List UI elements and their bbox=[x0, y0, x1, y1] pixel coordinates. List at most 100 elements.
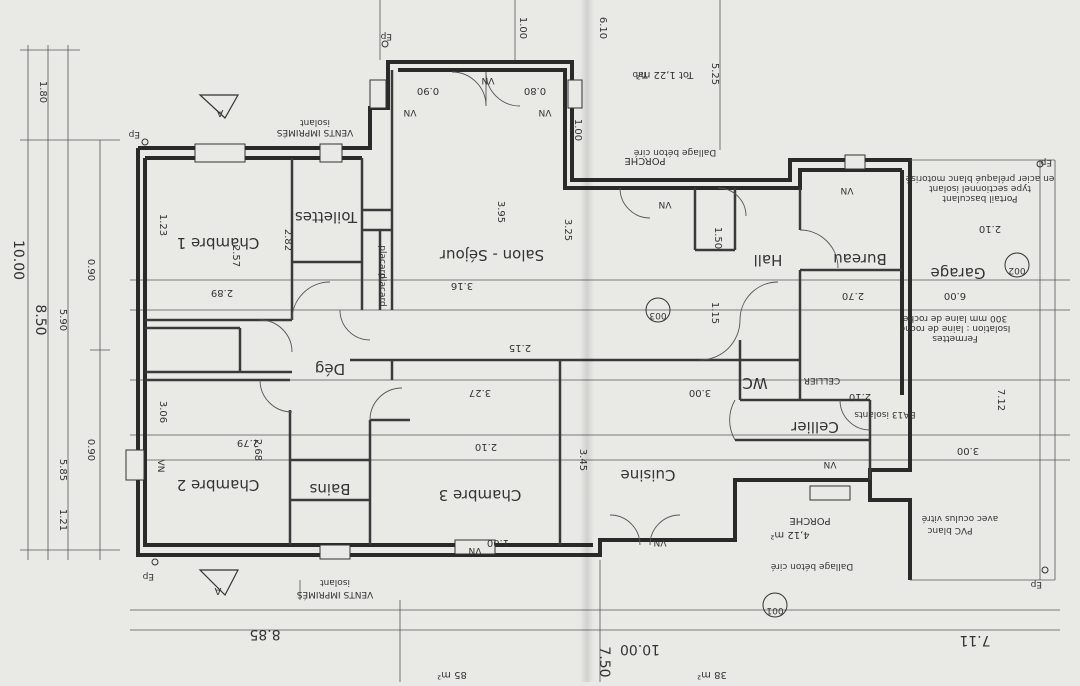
dim-bottom-85: 85 m² bbox=[437, 669, 467, 680]
window-label-4: VN bbox=[659, 199, 672, 209]
dim-bottom-1000: 10.00 bbox=[620, 641, 660, 657]
window-label-5: VN bbox=[841, 185, 854, 195]
room-chambre1: Chambre 1 bbox=[177, 234, 260, 252]
windows bbox=[125, 79, 866, 560]
note-isolants: BA13 isolants bbox=[854, 409, 916, 419]
dim-325: 3.25 bbox=[562, 219, 573, 241]
window-label-8: VN bbox=[824, 459, 837, 469]
room-cellier: Cellier bbox=[790, 418, 838, 436]
dim-279: 2.79 bbox=[237, 437, 259, 448]
dim-257: 2.57 bbox=[230, 245, 241, 267]
dim-right-300: 3.00 bbox=[957, 445, 979, 456]
note-portail-type: type sectionnel isolant bbox=[929, 183, 1031, 193]
room-bureau: Bureau bbox=[833, 250, 887, 268]
dim-345: 3.45 bbox=[577, 449, 588, 471]
room-hall: Hall bbox=[754, 251, 783, 269]
label-vents-bottom: VENTS IMPRIMÉS bbox=[296, 589, 373, 601]
dim-right-712: 7.12 bbox=[995, 389, 1006, 411]
area-salon: 38 m² bbox=[697, 669, 727, 680]
note-beton-top: Dallage béton ciré bbox=[633, 147, 716, 158]
section-markers bbox=[141, 40, 1049, 618]
dim-306: 3.06 bbox=[157, 401, 168, 423]
room-cuisine: Cuisine bbox=[621, 466, 676, 484]
dim-top-525: 5.25 bbox=[709, 63, 720, 85]
dim-100: 1.00 bbox=[487, 537, 509, 548]
dim-210: 2.10 bbox=[475, 441, 497, 452]
dim-282: 2.82 bbox=[282, 229, 293, 251]
note-fermettes: Fermettes bbox=[932, 333, 978, 343]
dim-left-090-bot: 0.90 bbox=[85, 439, 96, 461]
dim-289: 2.89 bbox=[211, 287, 233, 298]
dim-left-090-top: 0.90 bbox=[85, 259, 96, 281]
bubble-003: 003 bbox=[649, 310, 666, 320]
note-beton-bottom: Dallage béton ciré bbox=[770, 561, 853, 572]
room-porche-top: PORCHE bbox=[624, 155, 665, 166]
window-label-6: VN bbox=[155, 460, 165, 473]
label-cellier-door: CELLIER bbox=[804, 375, 841, 385]
dim-395: 3.95 bbox=[495, 201, 506, 223]
room-porche-bottom: PORCHE bbox=[789, 515, 830, 526]
dim-right-210: 2.10 bbox=[979, 223, 1001, 234]
label-ep-top-left: Ep bbox=[380, 31, 392, 41]
window-label-2: VN bbox=[482, 75, 495, 85]
dim-top-100b: 1.00 bbox=[572, 119, 583, 141]
dim-left-total: 10.00 bbox=[10, 240, 26, 280]
door-swings bbox=[259, 71, 871, 546]
room-placard1: placard bbox=[377, 245, 387, 278]
dim-215: 2.15 bbox=[509, 342, 531, 353]
dim-150: 1.50 bbox=[712, 227, 723, 249]
note-tab: Tab bbox=[632, 69, 649, 79]
dim-115: 1.15 bbox=[709, 302, 720, 324]
dim-bottom-711: 7.11 bbox=[959, 632, 990, 648]
label-isolant-bottom: isolant bbox=[320, 577, 350, 587]
note-portail: Portail basculant bbox=[942, 193, 1018, 203]
dim-600: 6.00 bbox=[944, 290, 966, 301]
dim-90: 0.90 bbox=[417, 85, 439, 96]
label-section-a-top: A bbox=[216, 107, 223, 118]
room-chambre3: Chambre 3 bbox=[439, 486, 522, 504]
bubble-001: 001 bbox=[766, 605, 783, 615]
dim-top-610: 6.10 bbox=[597, 17, 608, 39]
label-ep-bottom-right: Ep bbox=[1030, 579, 1042, 589]
dim-270: 2.70 bbox=[842, 290, 864, 301]
room-salon: Salon - Séjour bbox=[439, 246, 544, 264]
note-pvc: PVC blanc bbox=[927, 525, 972, 535]
area-porche-top: Tot 1,22 m² bbox=[637, 69, 695, 80]
room-chambre2: Chambre 2 bbox=[177, 476, 260, 494]
room-bains: Bains bbox=[309, 480, 350, 498]
window-label-7: VN bbox=[469, 545, 482, 555]
dim-left-585: 5.85 bbox=[57, 459, 68, 481]
dim-top-100: 1.00 bbox=[517, 17, 528, 39]
dim-left-590: 5.90 bbox=[57, 309, 68, 331]
paper-fold bbox=[580, 0, 594, 682]
note-fermettes-isolation: Isolation : laine de roche bbox=[899, 323, 1010, 333]
exterior-walls bbox=[136, 60, 1056, 581]
room-garage: Garage bbox=[931, 264, 986, 282]
label-ep-left: Ep bbox=[128, 129, 140, 139]
label-isolant-top: isolant bbox=[300, 117, 330, 127]
label-ep-top-right: Ep bbox=[1040, 157, 1052, 167]
interior-walls bbox=[145, 70, 902, 545]
dim-210b: 2.10 bbox=[849, 391, 871, 402]
note-portail-material: en acier prélaqué blanc motorisé bbox=[905, 173, 1054, 184]
room-placard2: placard bbox=[377, 273, 387, 306]
dim-80: 0.80 bbox=[524, 85, 546, 96]
window-label-3: VN bbox=[539, 107, 552, 117]
note-oculus: avec oculus vitré bbox=[921, 513, 998, 524]
dim-123: 1.23 bbox=[157, 214, 168, 236]
label-vents-top: VENTS IMPRIMÉS bbox=[276, 127, 353, 139]
dim-left-180: 1.80 bbox=[37, 81, 48, 103]
bubble-002: 002 bbox=[1008, 265, 1025, 275]
dim-bottom-750: 7.50 bbox=[596, 646, 612, 677]
note-fermettes-laine: 300 mm laine de roche bbox=[902, 313, 1007, 323]
room-wc: WC bbox=[742, 374, 767, 392]
dim-left-121: 1.21 bbox=[57, 509, 68, 531]
label-section-a-bottom: A bbox=[214, 585, 221, 596]
label-ep-bottom-left: Ep bbox=[142, 571, 154, 581]
window-label-1: VN bbox=[404, 107, 417, 117]
area-porche-bottom: 4,12 m² bbox=[770, 529, 809, 540]
dim-left-850: 8.50 bbox=[32, 304, 48, 335]
dim-316: 3.16 bbox=[451, 280, 473, 291]
